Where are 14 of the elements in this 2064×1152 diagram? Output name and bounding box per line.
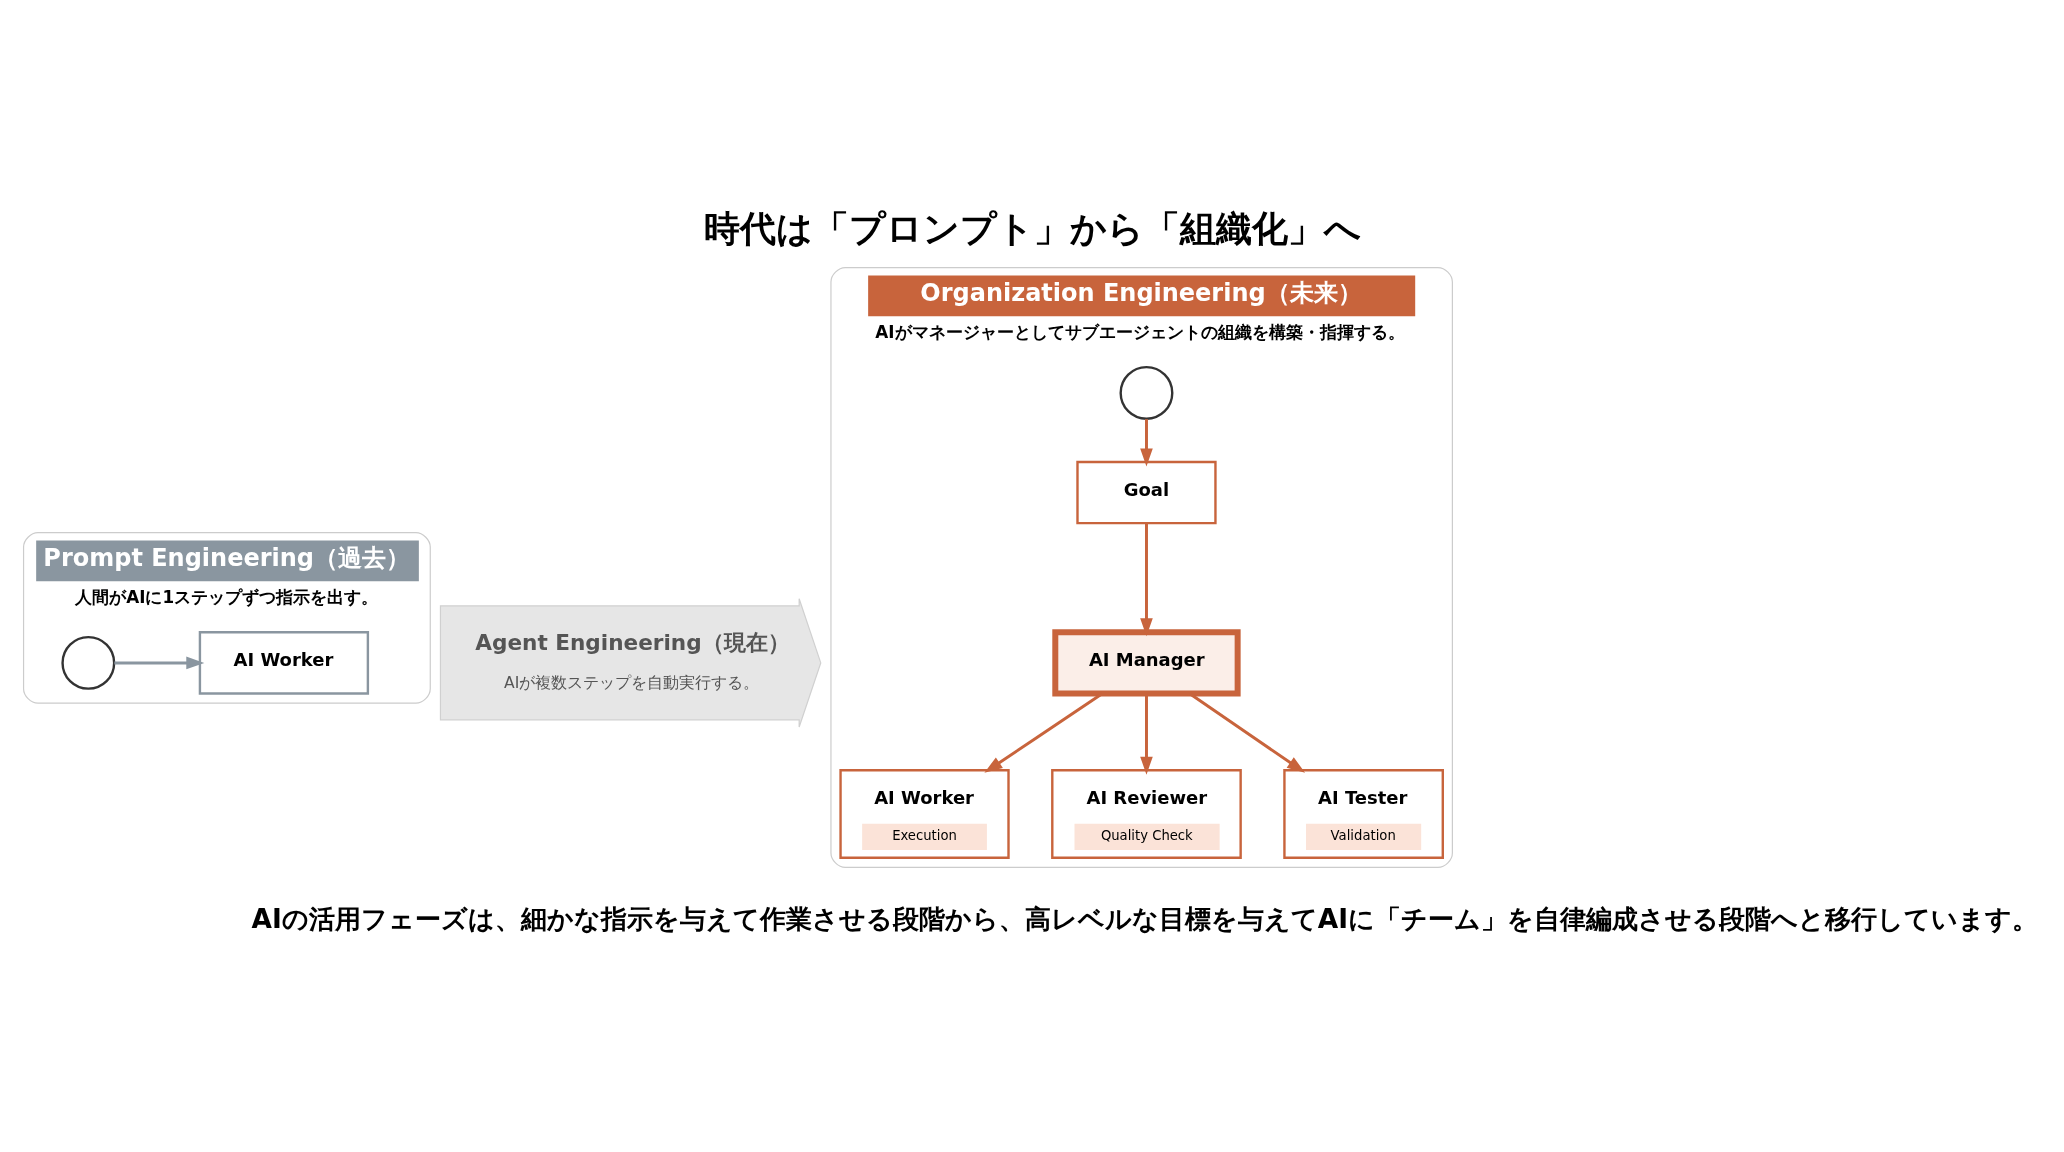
diagram-title: 時代は「プロンプト」から「組織化」へ — [703, 207, 1361, 249]
node-box: AI Tester Validation — [1282, 768, 1444, 859]
node-box: AI Worker Execution — [838, 768, 1010, 859]
node-box: Goal — [1075, 460, 1217, 524]
arrow — [1139, 522, 1153, 636]
caption: AIの活用フェーズは、細かな指示を与えて作業させる段階から、高レベルな目標を与えてAIに「チーム」を自律編成させる段階へと移行しています。 — [251, 903, 2038, 934]
node-box: AI Reviewer Quality Check — [1050, 768, 1242, 859]
node-box: AI Worker — [198, 630, 369, 695]
arrow — [113, 656, 204, 669]
arrow — [1139, 693, 1153, 775]
node-box: AI Manager — [1051, 628, 1241, 696]
arrow — [1139, 418, 1153, 466]
node-person — [60, 635, 115, 690]
node-person — [1119, 365, 1173, 420]
